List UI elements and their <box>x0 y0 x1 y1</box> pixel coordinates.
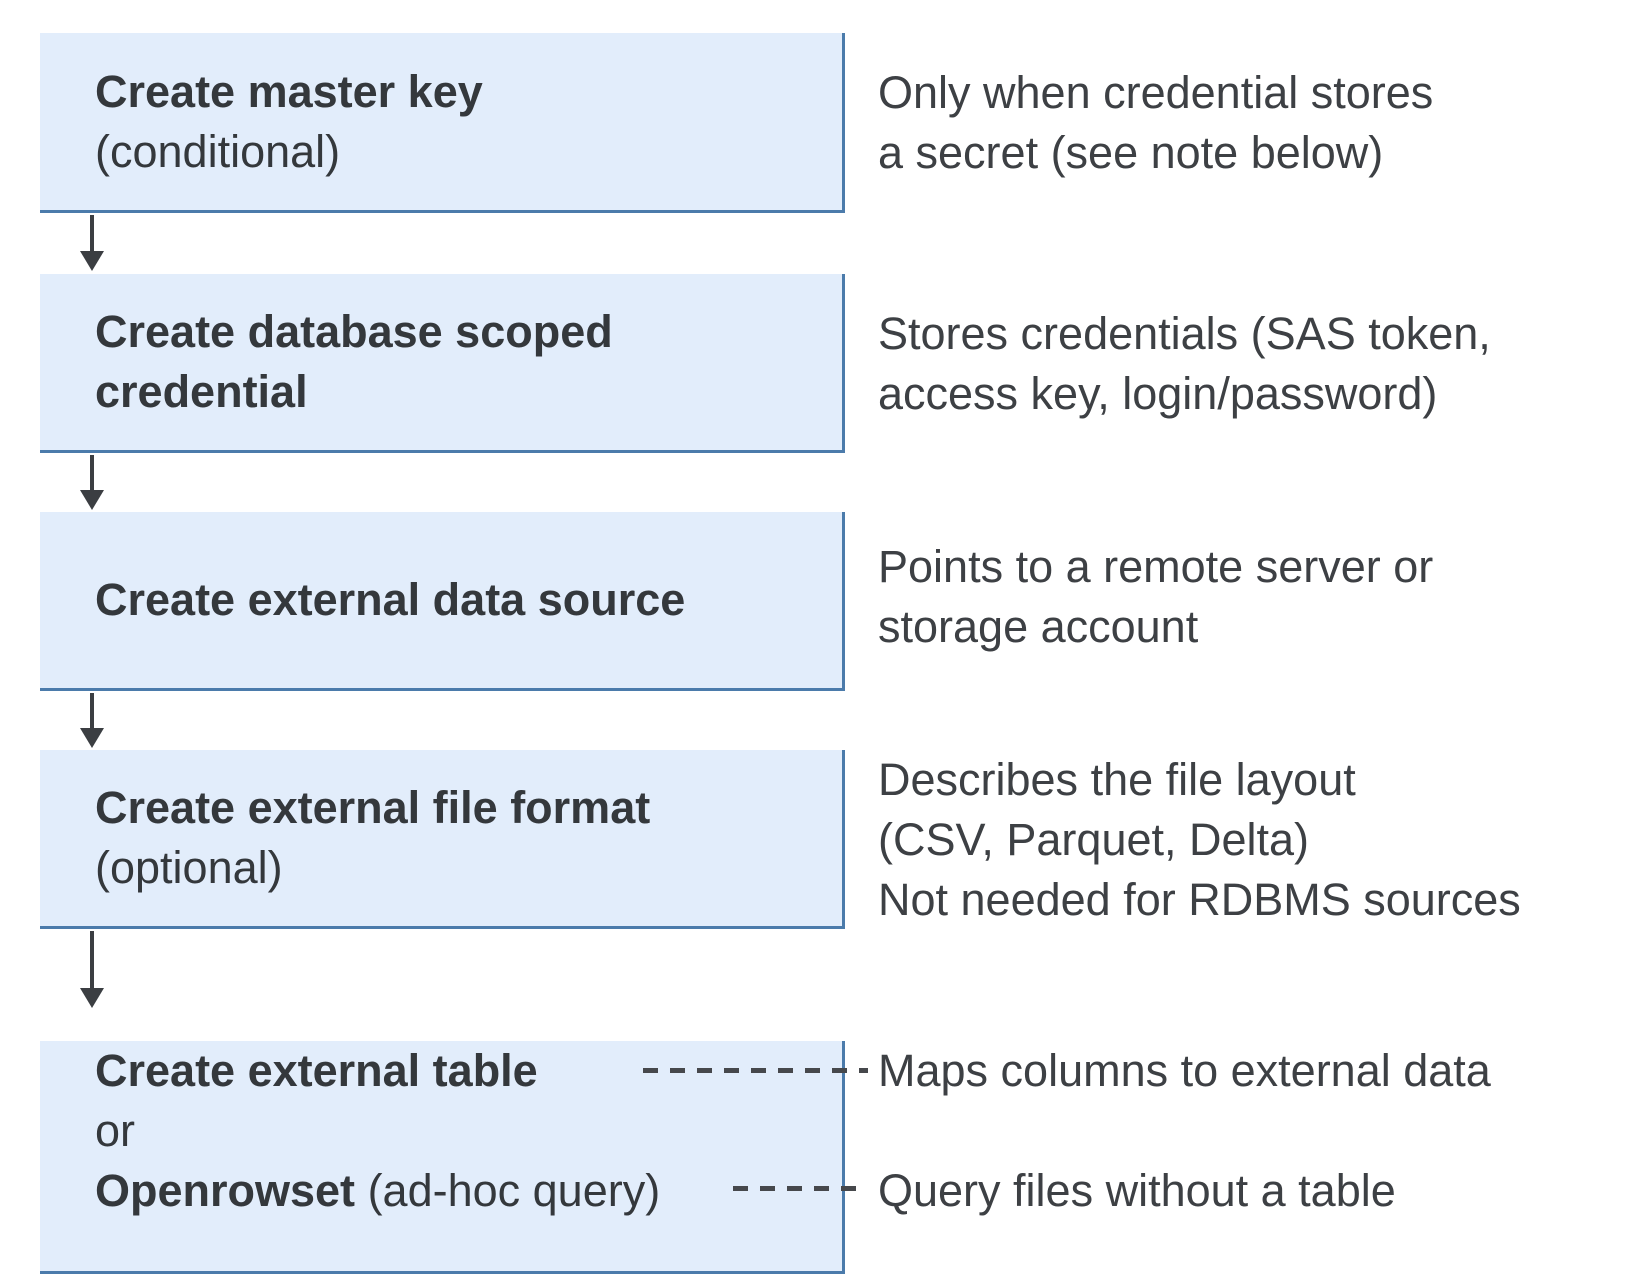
arrow-line <box>90 931 94 988</box>
arrow-line <box>90 455 94 490</box>
arrow-line <box>90 693 94 728</box>
arrow-head-icon <box>80 251 104 271</box>
step-alt-qualifier: (ad-hoc query) <box>367 1165 661 1216</box>
step-qualifier: (conditional) <box>95 125 341 177</box>
flow-arrow-1 <box>80 215 104 271</box>
arrow-line <box>90 215 94 251</box>
arrow-head-icon <box>80 728 104 748</box>
step-alt-title: Openrowset (ad-hoc query) <box>95 1165 660 1216</box>
step-title: Create external table or Openrowset (ad-… <box>95 1041 660 1221</box>
step-box-create-external-file-format: Create external file format (optional) <box>40 750 845 929</box>
note-external-table: Maps columns to external data <box>878 1045 1491 1096</box>
step-box-create-master-key: Create master key (conditional) <box>40 33 845 213</box>
step-title: Create database scoped credential <box>95 306 613 417</box>
step-box-create-database-scoped-credential: Create database scoped credential <box>40 274 845 453</box>
note-create-database-scoped-credential: Stores credentials (SAS token, access ke… <box>878 308 1491 419</box>
step-box-create-external-table-or-openrowset: Create external table or Openrowset (ad-… <box>40 1041 845 1274</box>
note-openrowset: Query files without a table <box>878 1165 1396 1216</box>
step-title: Create master key (conditional) <box>95 62 483 182</box>
arrow-head-icon <box>80 988 104 1008</box>
step-qualifier: (optional) <box>95 842 283 893</box>
dashed-connector-external-table <box>643 1068 868 1073</box>
note-create-master-key: Only when credential stores a secret (se… <box>878 67 1434 178</box>
step-title: Create external data source <box>95 574 686 625</box>
flow-arrow-3 <box>80 693 104 748</box>
note-create-external-file-format: Describes the file layout (CSV, Parquet,… <box>878 754 1521 925</box>
step-title: Create external file format (optional) <box>95 778 650 898</box>
step-title-main: Create external file format <box>95 782 651 833</box>
step-alt-title-main: Openrowset <box>95 1165 356 1216</box>
dashed-connector-openrowset <box>733 1186 868 1191</box>
step-title-main: Create master key <box>95 65 483 117</box>
arrow-head-icon <box>80 490 104 510</box>
flow-arrow-2 <box>80 455 104 510</box>
note-create-external-data-source: Points to a remote server or storage acc… <box>878 541 1434 652</box>
step-or-label: or <box>95 1105 136 1156</box>
step-box-create-external-data-source: Create external data source <box>40 512 845 691</box>
flow-arrow-4 <box>80 931 104 1008</box>
step-title-main: Create external table <box>95 1045 538 1096</box>
